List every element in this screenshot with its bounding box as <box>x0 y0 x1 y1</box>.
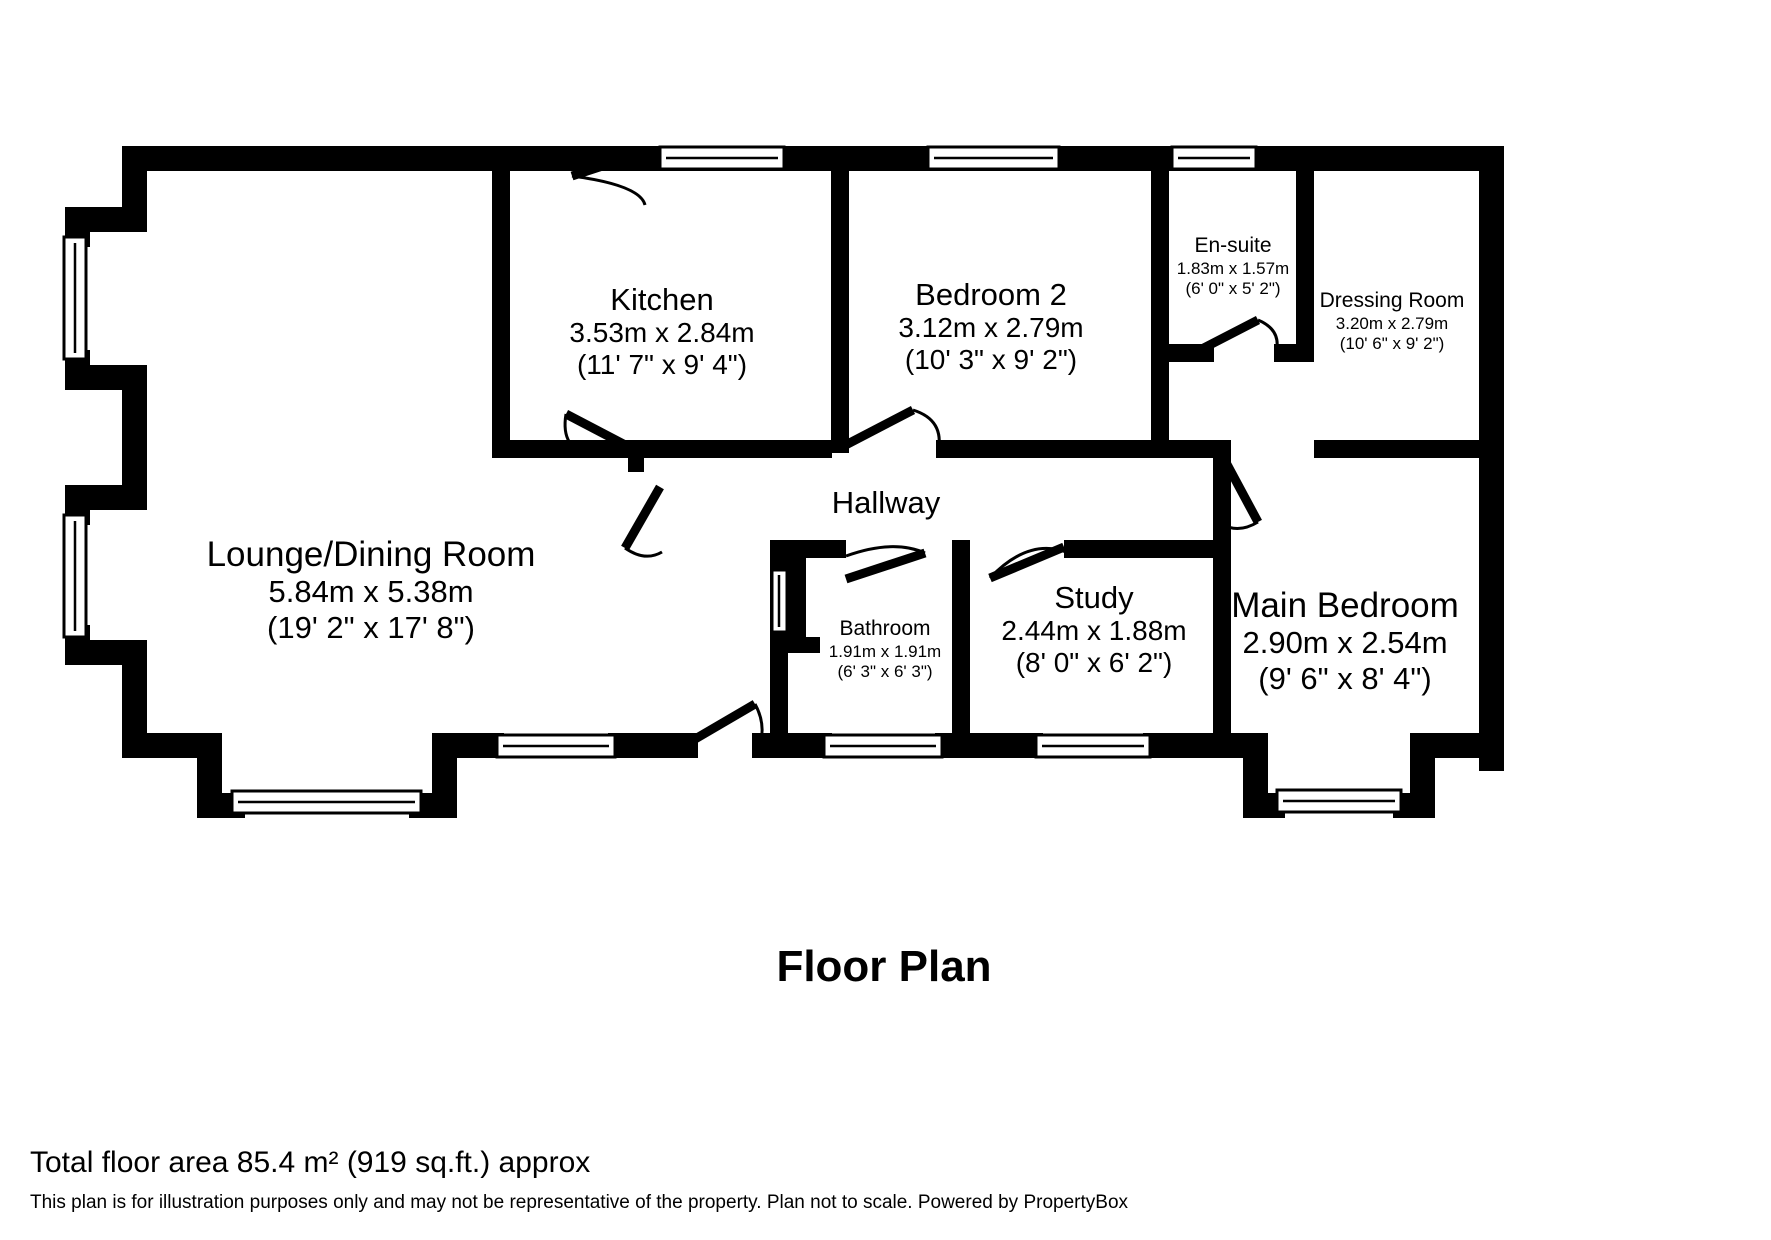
room-label-study: Study 2.44m x 1.88m (8' 0" x 6' 2") <box>1001 580 1186 678</box>
room-metric-main-bedroom: 2.90m x 2.54m <box>1242 625 1447 660</box>
room-metric-bathroom: 1.91m x 1.91m <box>829 642 941 661</box>
room-imperial-kitchen: (11' 7" x 9' 4") <box>577 349 747 380</box>
wall-partition-kitchen-bedroom2 <box>831 165 849 453</box>
window-study-south <box>1034 733 1152 759</box>
door-kitchen-hallway <box>563 410 634 457</box>
room-label-bedroom-2: Bedroom 2 3.12m x 2.79m (10' 3" x 9' 2") <box>898 277 1083 375</box>
page-title: Floor Plan <box>776 942 991 991</box>
room-name-lounge-dining-room: Lounge/Dining Room <box>207 535 536 574</box>
room-imperial-bedroom-2: (10' 3" x 9' 2") <box>905 344 1077 375</box>
room-name-main-bedroom: Main Bedroom <box>1231 586 1459 625</box>
wall-dressing-south <box>1314 440 1479 458</box>
window-lounge-south-east <box>495 733 617 759</box>
door-kitchen-entry-north <box>570 147 647 206</box>
room-imperial-lounge-dining-room: (19' 2" x 17' 8") <box>267 610 475 645</box>
window-bathroom-west <box>770 568 789 634</box>
wall-partition-bedroom2-ensuite <box>1151 165 1169 453</box>
wall-study-north <box>1064 540 1216 558</box>
room-name-kitchen: Kitchen <box>610 282 713 317</box>
room-metric-dressing-room: 3.20m x 2.79m <box>1336 314 1448 333</box>
window-lounge-west-lower <box>62 513 88 639</box>
wall-south-bathroom-left <box>608 733 698 758</box>
door-bedroom2-hallway <box>835 406 941 453</box>
room-label-hallway: Hallway <box>832 485 941 520</box>
wall-hall-north-mid <box>640 440 832 458</box>
wall-study-west <box>952 540 970 750</box>
door-study-hallway <box>988 542 1067 583</box>
door-lounge-hallway <box>621 484 664 558</box>
wall-bathroom-lobby-inner <box>788 552 806 650</box>
room-imperial-bathroom: (6' 3" x 6' 3") <box>837 662 932 681</box>
window-ensuite-north <box>1170 145 1258 171</box>
wall-lounge-south-east <box>432 733 504 758</box>
wall-south-study-left <box>935 733 1043 758</box>
wall-bathroom-lobby-bottom <box>788 637 820 653</box>
door-bathroom-hallway <box>844 545 927 584</box>
room-name-hallway: Hallway <box>832 485 941 520</box>
window-bathroom-south <box>822 733 944 759</box>
room-imperial-en-suite: (6' 0" x 5' 2") <box>1185 279 1280 298</box>
room-imperial-main-bedroom: (9' 6" x 8' 4") <box>1258 661 1431 696</box>
wall-south-study-right <box>1143 733 1251 758</box>
wall-hall-north-right <box>936 440 1226 458</box>
room-metric-study: 2.44m x 1.88m <box>1001 615 1186 646</box>
door-dressing-room <box>1218 452 1262 530</box>
disclaimer-note: This plan is for illustration purposes o… <box>30 1192 1129 1213</box>
room-metric-bedroom-2: 3.12m x 2.79m <box>898 312 1083 343</box>
wall-partition-hall-main-bedroom <box>1213 440 1231 532</box>
room-name-study: Study <box>1054 580 1134 615</box>
room-label-kitchen: Kitchen 3.53m x 2.84m (11' 7" x 9' 4") <box>569 282 754 380</box>
window-main-bedroom-south <box>1275 788 1403 814</box>
room-name-bedroom-2: Bedroom 2 <box>915 277 1067 312</box>
wall-south-bathroom-mid <box>752 733 832 758</box>
room-imperial-dressing-room: (10' 6" x 9' 2") <box>1340 334 1445 353</box>
room-imperial-study: (8' 0" x 6' 2") <box>1016 647 1173 678</box>
room-label-en-suite: En-suite 1.83m x 1.57m (6' 0" x 5' 2") <box>1177 234 1289 298</box>
door-lounge-south <box>687 700 764 746</box>
room-name-bathroom: Bathroom <box>839 617 930 640</box>
room-metric-en-suite: 1.83m x 1.57m <box>1177 259 1289 278</box>
door-ensuite <box>1193 316 1279 356</box>
wall-main-bedroom-south-east <box>1410 733 1504 758</box>
room-metric-lounge-dining-room: 5.84m x 5.38m <box>268 574 473 609</box>
wall-exterior-west-middle <box>122 365 147 490</box>
room-name-dressing-room: Dressing Room <box>1320 289 1465 312</box>
room-label-lounge-dining-room: Lounge/Dining Room 5.84m x 5.38m (19' 2"… <box>207 535 536 645</box>
wall-partition-kitchen-hall-left <box>492 440 640 458</box>
window-kitchen-north <box>658 145 786 171</box>
total-floor-area: Total floor area 85.4 m² (919 sq.ft.) ap… <box>30 1146 591 1179</box>
room-metric-kitchen: 3.53m x 2.84m <box>569 317 754 348</box>
footer: Total floor area 85.4 m² (919 sq.ft.) ap… <box>30 1146 1730 1214</box>
room-label-main-bedroom: Main Bedroom 2.90m x 2.54m (9' 6" x 8' 4… <box>1231 586 1459 696</box>
door-group <box>563 147 1279 746</box>
room-label-bathroom: Bathroom 1.91m x 1.91m (6' 3" x 6' 3") <box>829 617 941 681</box>
room-label-dressing-room: Dressing Room 3.20m x 2.79m (10' 6" x 9'… <box>1320 289 1465 353</box>
wall-partition-lounge-kitchen <box>492 165 510 453</box>
wall-partition-hall-main-bedroom-lower <box>1213 528 1231 746</box>
wall-exterior-north <box>122 146 1504 171</box>
window-lounge-west-upper <box>62 235 88 361</box>
room-name-en-suite: En-suite <box>1194 234 1271 257</box>
window-lounge-south <box>230 789 423 815</box>
wall-group <box>65 146 1504 818</box>
window-bedroom2-north <box>926 145 1061 171</box>
wall-partition-ensuite-dressing <box>1296 165 1314 353</box>
window-group <box>62 145 1403 815</box>
wall-exterior-east <box>1479 146 1504 771</box>
